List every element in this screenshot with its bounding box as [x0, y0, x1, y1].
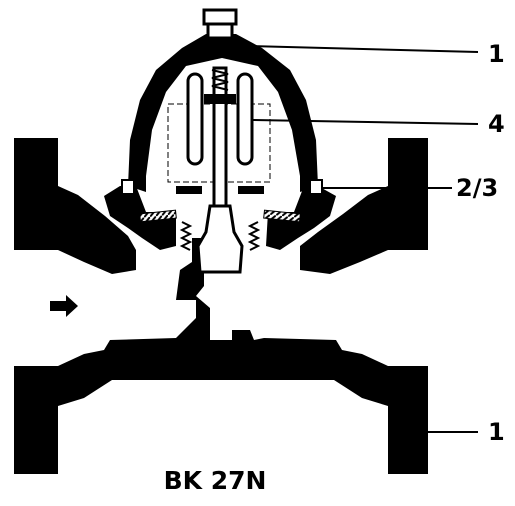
left-flange [14, 138, 136, 274]
bellows-right [236, 72, 254, 166]
callout-bellows: 4 [488, 110, 505, 138]
right-flange [300, 138, 428, 274]
spindle-spring [211, 69, 229, 91]
bonnet-base-left [176, 186, 202, 194]
leader-bellows [251, 119, 479, 125]
right-seat-housing [266, 186, 336, 250]
bonnet-base-right [238, 186, 264, 194]
seat-thread-right [247, 221, 261, 251]
valve-body-bottom [176, 238, 264, 380]
seat-thread-left [179, 221, 193, 251]
left-gasket [139, 209, 177, 223]
spindle-clamp [204, 94, 236, 104]
left-flange-lower [14, 338, 176, 474]
callout-seat: 2/3 [456, 174, 499, 202]
leader-top [249, 45, 479, 53]
bolt-left [121, 179, 135, 195]
right-flange-lower [264, 338, 428, 474]
callout-bottom: 1 [488, 418, 505, 446]
bonnet-dome [128, 34, 318, 192]
valve-plug [196, 204, 244, 274]
arrow-right-icon [50, 295, 78, 317]
bolt-right [309, 179, 323, 195]
vent-cap [202, 8, 238, 26]
right-gasket [263, 209, 301, 223]
callout-top: 1 [488, 40, 505, 68]
vent-cap-base [206, 22, 234, 40]
bellows-left [186, 72, 204, 166]
diagram-title: BK 27N [163, 466, 267, 495]
